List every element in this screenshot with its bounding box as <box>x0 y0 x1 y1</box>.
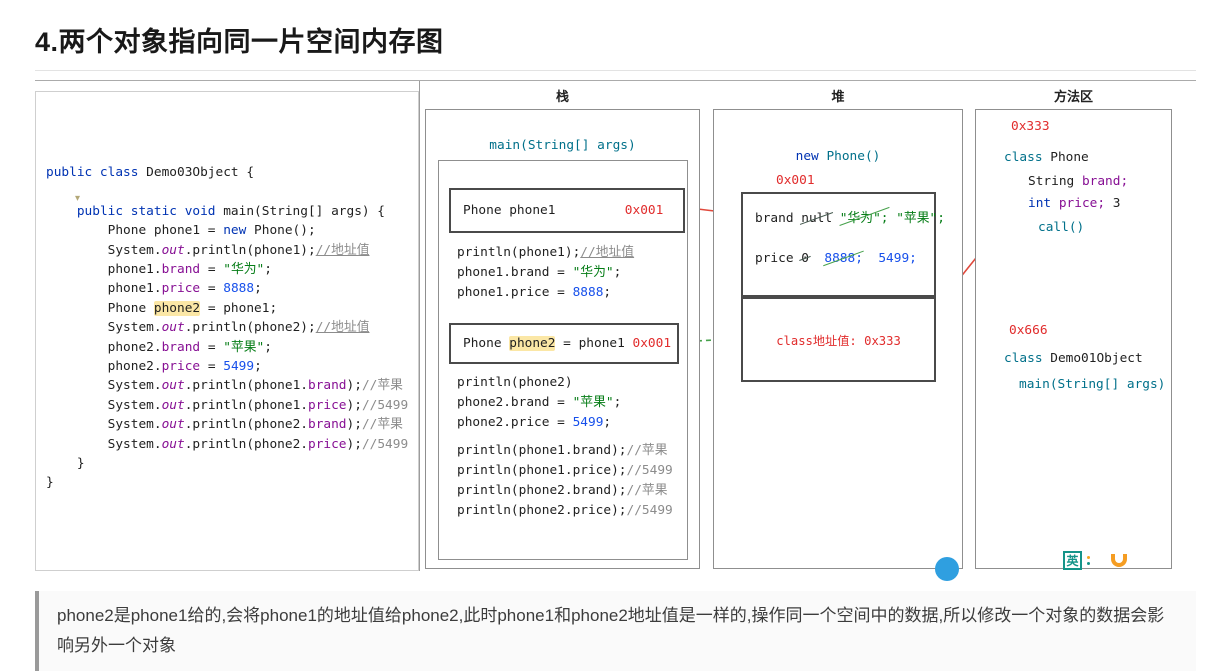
stack-line: println(phone1.price);//5499 <box>457 463 673 478</box>
page-title: 4.两个对象指向同一片空间内存图 <box>35 20 1196 71</box>
heap-panel: new Phone() 0x001 brand null "华为"; "苹果";… <box>713 109 963 569</box>
method-area-panel: 0x333 class Phone String brand; int pric… <box>975 109 1172 569</box>
code-line: System.out.println(phone1.price);//5499 <box>46 397 409 413</box>
method-main-declaration: main(String[] args) <box>1019 377 1166 392</box>
stack-line: println(phone1);//地址值 <box>457 245 635 260</box>
watermark-logo: 英 <box>1063 551 1127 570</box>
method-address-0x333: 0x333 <box>1011 119 1050 134</box>
watermark-dots-icon <box>1087 556 1090 565</box>
field-price-declaration: int price; 3 <box>1028 196 1121 211</box>
code-line: Phone phone2 = phone1; <box>46 300 278 316</box>
intention-icon: ▾ <box>75 193 81 204</box>
stack-line: phone2.brand = "苹果"; <box>457 395 622 410</box>
heap-class-pointer-box: class地址值: 0x333 <box>741 297 936 382</box>
field-brand-declaration: String brand; <box>1028 174 1129 189</box>
code-line: } <box>46 475 54 491</box>
method-area-label: 方法区 <box>1053 89 1093 104</box>
stack-line: println(phone1.brand);//苹果 <box>457 443 668 458</box>
memory-diagram: public class Demo03Object { public stati… <box>35 80 1196 581</box>
code-line: phone2.brand = "苹果"; <box>46 339 272 355</box>
decoration-blue-circle <box>935 557 959 581</box>
code-line: public static void main(String[] args) { <box>76 203 386 219</box>
code-line: System.out.println(phone1.brand);//苹果 <box>46 378 403 394</box>
class-phone-declaration: class Phone <box>1004 150 1089 165</box>
watermark-magnet-icon <box>1111 554 1127 567</box>
code-line: System.out.println(phone1);//地址值 <box>46 242 370 258</box>
stack-line: println(phone2.brand);//苹果 <box>457 483 668 498</box>
stack-line: phone1.brand = "华为"; <box>457 265 622 280</box>
method-call-declaration: call() <box>1038 220 1085 235</box>
method-address-0x666: 0x666 <box>1009 323 1048 338</box>
phone1-var-box: Phone phone1 0x001 <box>449 188 685 233</box>
heap-label: 堆 <box>831 89 845 104</box>
stack-line: phone2.price = 5499; <box>457 415 612 430</box>
heap-new-expression: new Phone() <box>795 149 881 164</box>
class-demo01-declaration: class Demo01Object <box>1004 351 1143 366</box>
heap-object-box: brand null "华为"; "苹果"; price 0 8888; 549… <box>741 192 945 297</box>
panel-divider <box>419 81 420 571</box>
code-line <box>46 182 418 201</box>
note-box: phone2是phone1给的,会将phone1的地址值给phone2,此时ph… <box>35 591 1196 671</box>
stack-frame-title: main(String[] args) <box>489 138 636 153</box>
heap-address: 0x001 <box>776 173 815 188</box>
code-line: public class Demo03Object { <box>46 165 255 180</box>
price-row: price 0 8888; 5499; <box>755 251 917 266</box>
watermark-en-icon: 英 <box>1063 551 1082 570</box>
code-line: } <box>46 456 85 472</box>
phone2-var-box: Phone phone2 = phone1 0x001 <box>449 323 679 364</box>
code-line: System.out.println(phone2.brand);//苹果 <box>46 417 403 433</box>
brand-row: brand null "华为"; "苹果"; <box>755 207 945 226</box>
code-line: System.out.println(phone2.price);//5499 <box>46 436 409 452</box>
stack-line: println(phone2) <box>457 375 573 390</box>
stack-frame-box: Phone phone1 0x001 println(phone1);//地址值… <box>438 160 688 560</box>
stack-line: phone1.price = 8888; <box>457 285 612 300</box>
code-line: phone2.price = 5499; <box>46 359 262 375</box>
code-line: Phone phone1 = new Phone(); <box>46 223 316 239</box>
stack-label: 栈 <box>555 89 569 104</box>
code-line: phone1.price = 8888; <box>46 281 262 297</box>
stack-panel: main(String[] args) Phone phone1 0x001 p… <box>425 109 700 569</box>
stack-line: println(phone2.price);//5499 <box>457 503 673 518</box>
code-line: phone1.brand = "华为"; <box>46 262 272 278</box>
code-line: System.out.println(phone2);//地址值 <box>46 320 370 336</box>
code-panel: public class Demo03Object { public stati… <box>35 91 419 571</box>
